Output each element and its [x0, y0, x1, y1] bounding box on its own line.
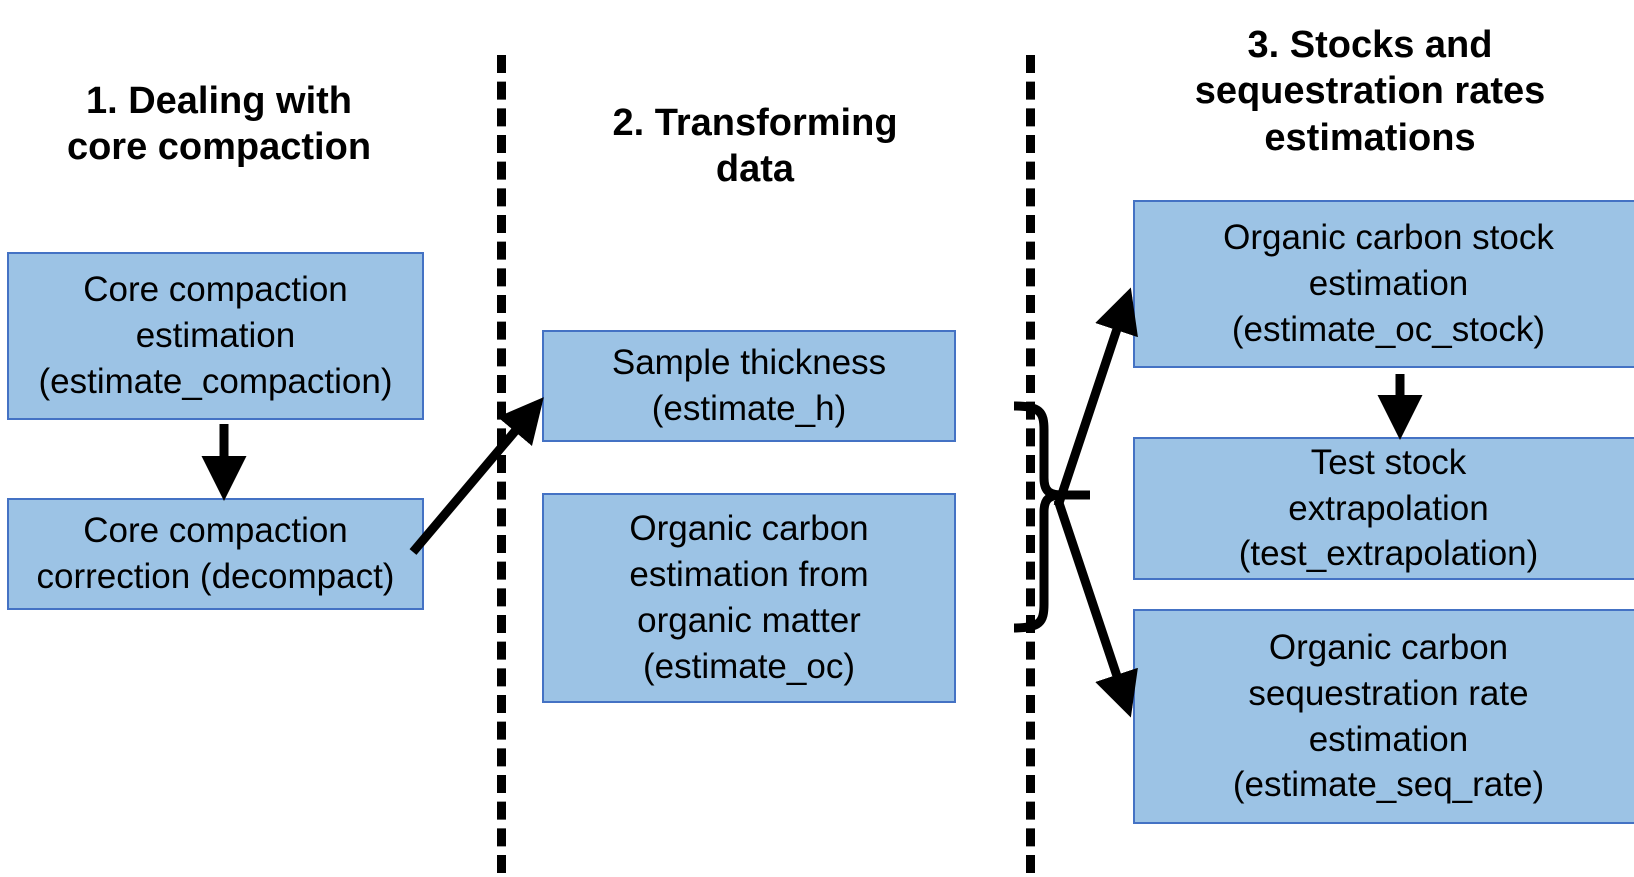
node-sample-thickness[interactable]: Sample thickness (estimate_h) [542, 330, 956, 442]
section-divider-2 [1026, 55, 1035, 873]
section-title-1: 1. Dealing with core compaction [66, 80, 372, 169]
node-organic-carbon-sequestration-rate[interactable]: Organic carbon sequestration rate estima… [1133, 609, 1634, 824]
node-core-compaction-estimation[interactable]: Core compaction estimation (estimate_com… [7, 252, 424, 420]
node-organic-carbon-estimation[interactable]: Organic carbon estimation from organic m… [542, 493, 956, 703]
section-divider-1 [497, 55, 506, 873]
node-test-stock-extrapolation[interactable]: Test stock extrapolation (test_extrapola… [1133, 437, 1634, 580]
arrow-group-to-oc-stock [1053, 287, 1138, 508]
node-core-compaction-correction[interactable]: Core compaction correction (decompact) [7, 498, 424, 610]
section-title-2: 2. Transforming data [612, 102, 898, 191]
node-organic-carbon-stock-estimation[interactable]: Organic carbon stock estimation (estimat… [1133, 200, 1634, 368]
arrow-group-to-seq-rate [1053, 498, 1138, 718]
section-title-3: 3. Stocks and sequestration rates estima… [1194, 24, 1546, 159]
arrow-decompact-to-sample-thickness [409, 397, 544, 555]
